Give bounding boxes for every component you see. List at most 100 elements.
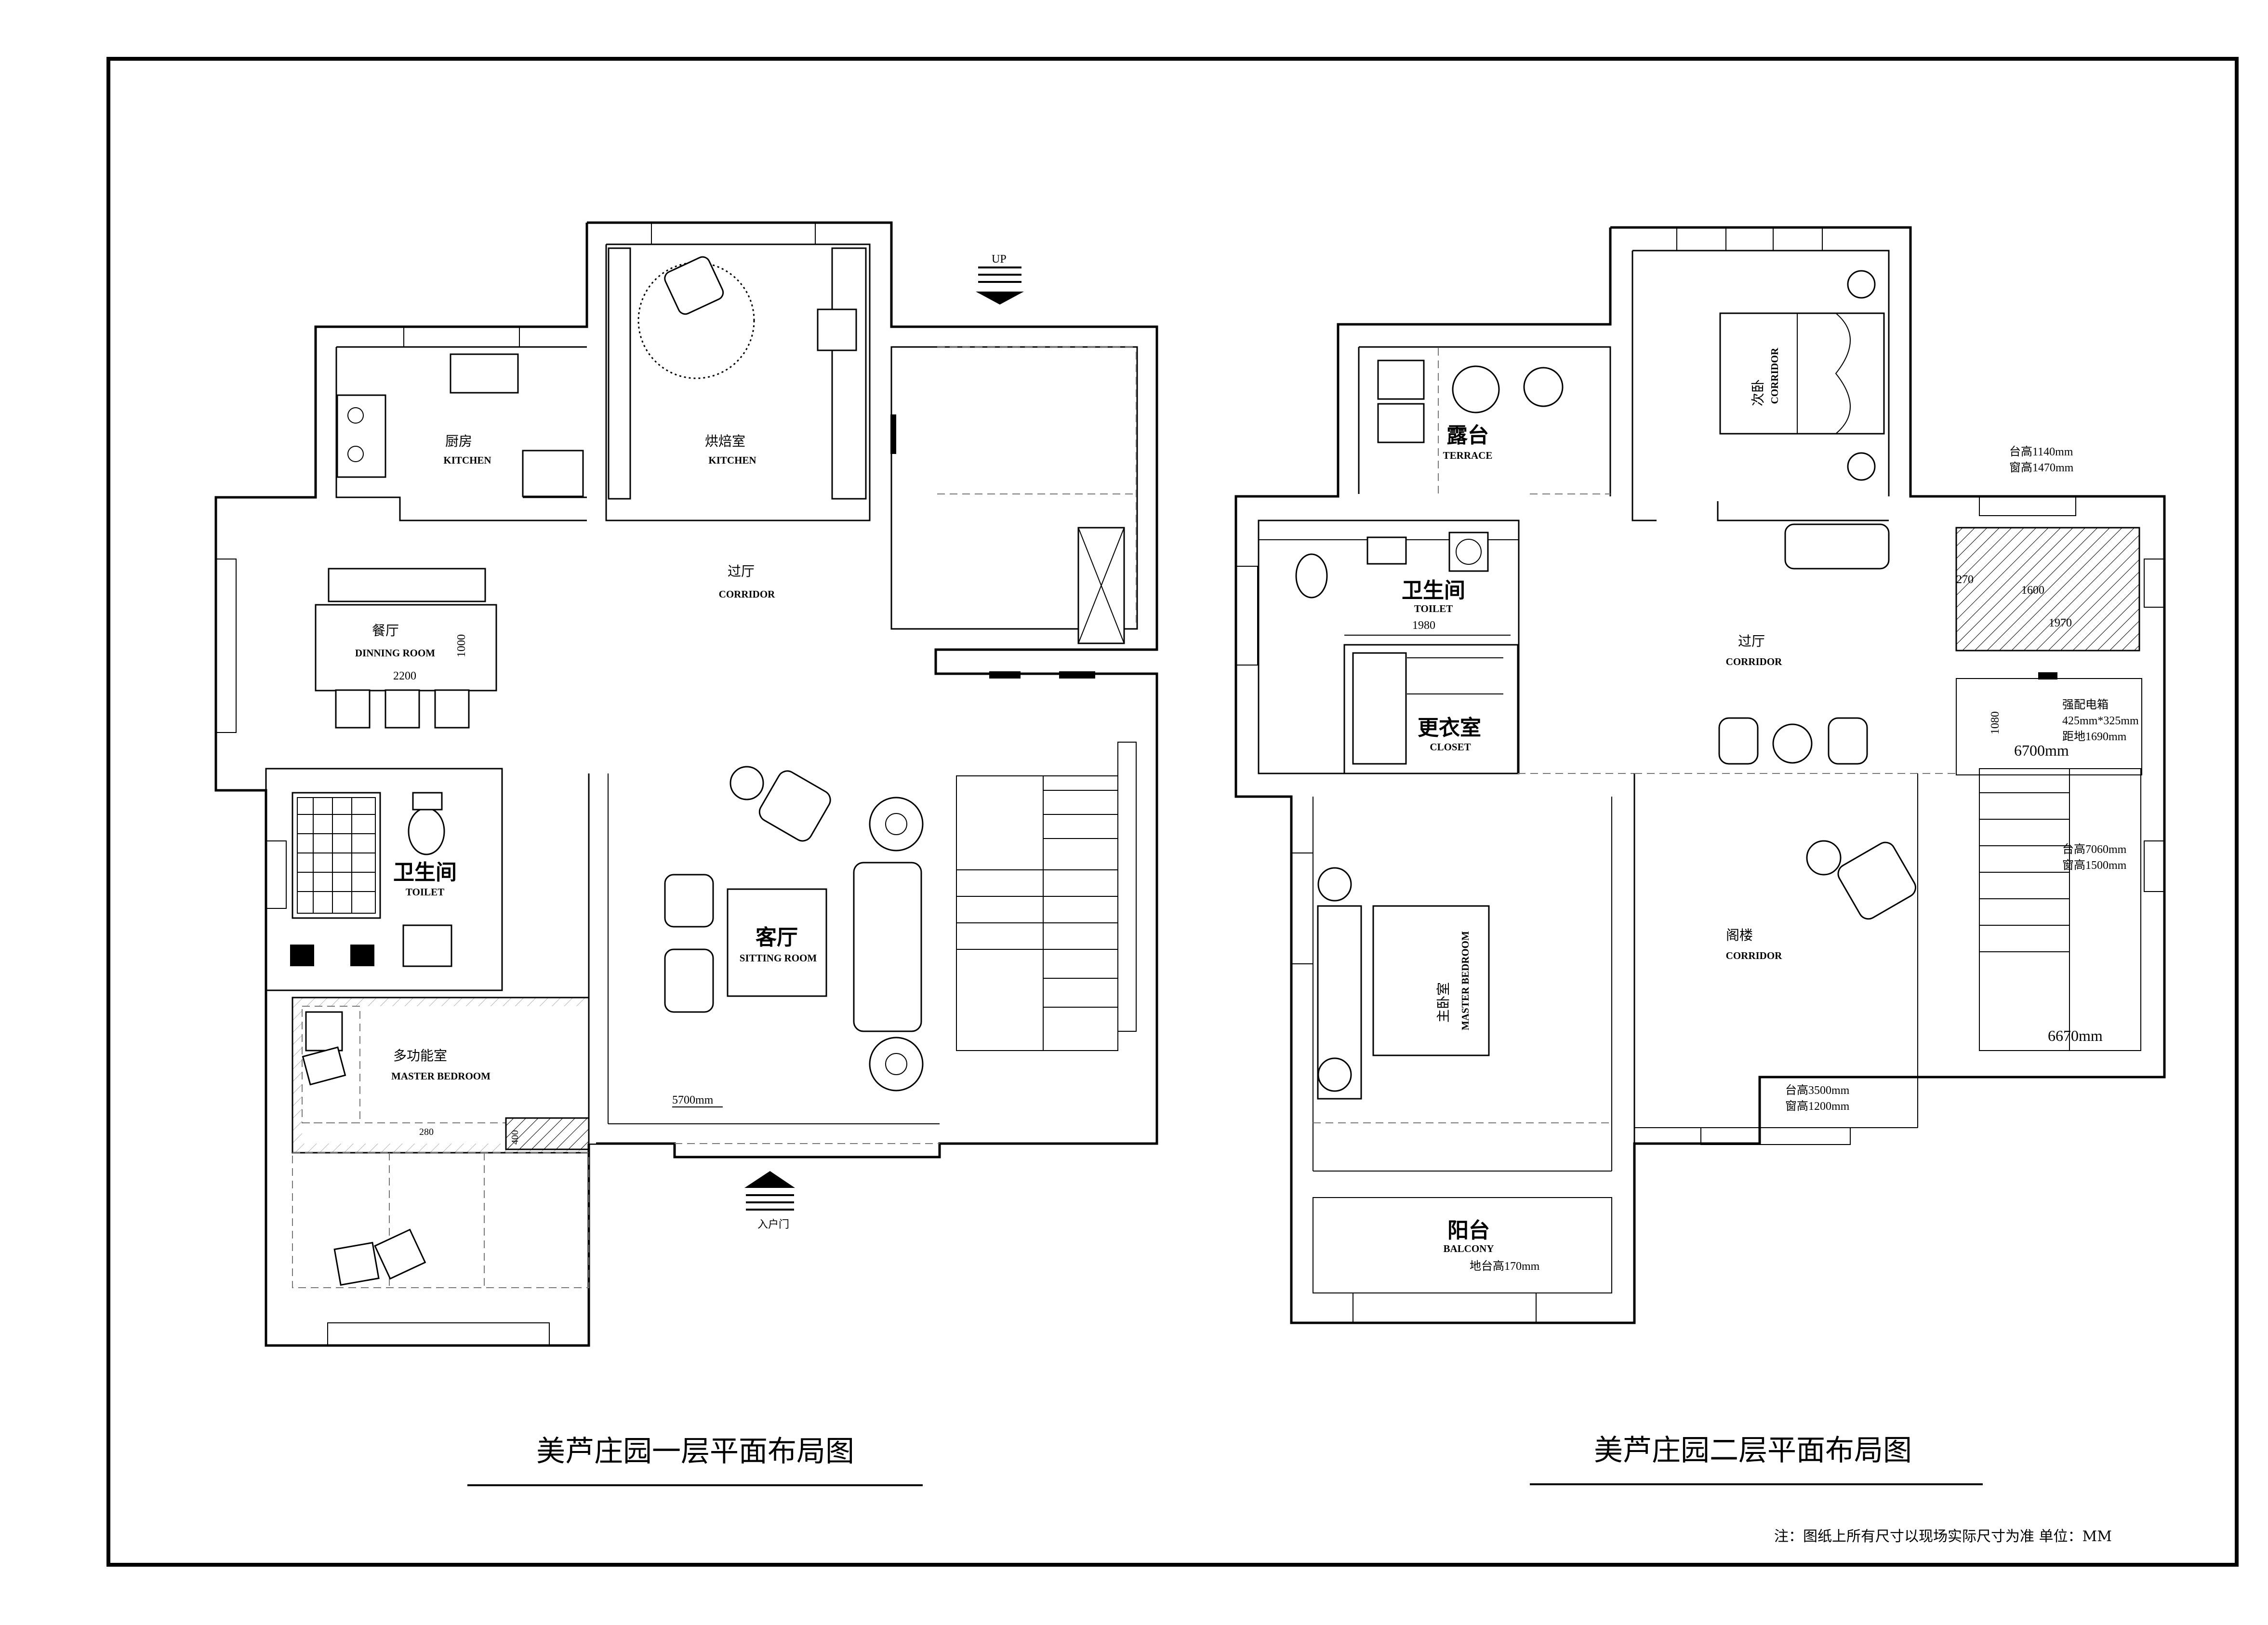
shelf-x2 — [1078, 527, 1125, 644]
window-right-1 — [2144, 559, 2165, 608]
burner-icon — [347, 407, 364, 424]
terrace-cn: 露台 — [1446, 423, 1489, 448]
multi-dim-b: 400 — [510, 1130, 520, 1145]
window-dining — [215, 559, 237, 733]
window-right — [1117, 742, 1137, 1032]
pillow-icon — [305, 1011, 343, 1052]
win-top-2: 窗高1470mm — [2009, 461, 2074, 474]
window-bed-top-1 — [1676, 227, 1726, 251]
floor2-title: 美芦庄园二层平面布局图 — [1594, 1434, 1912, 1467]
floor1-title: 美芦庄园一层平面布局图 — [536, 1435, 854, 1468]
multi-en: MASTER BEDROOM — [391, 1070, 491, 1082]
bedroom-top-left — [1631, 251, 1657, 521]
bedroom-top-bottom — [1717, 501, 1889, 521]
sitting-cn: 客厅 — [756, 925, 798, 950]
kitchen-left-cn: 厨房 — [445, 433, 472, 449]
terrace-walls — [1359, 346, 1611, 496]
stair-steps-2 — [1979, 769, 2070, 1051]
sitting-en: SITTING ROOM — [740, 952, 817, 964]
corridor2-cn: 过厅 — [1738, 633, 1765, 649]
round-table-icon — [1452, 365, 1500, 413]
bed-top-cn: 次卧 — [1750, 379, 1766, 406]
dining-chair — [434, 689, 470, 729]
drawing-frame — [106, 57, 2239, 1567]
chair-icon — [1523, 367, 1564, 407]
stair-steps — [956, 776, 1118, 1051]
window-balcony — [1353, 1292, 1537, 1323]
wall-mark — [1059, 671, 1095, 679]
dining-dim-h: 1000 — [455, 634, 468, 657]
master-cn: 主卧室 — [1435, 982, 1451, 1023]
window-loft — [1700, 1127, 1851, 1145]
bench — [1784, 523, 1890, 570]
toilet1-en: TOILET — [406, 886, 444, 898]
baking-counter-left — [608, 247, 631, 500]
basin — [402, 924, 452, 967]
dim-6670: 6670mm — [2048, 1027, 2103, 1044]
kitchen-left-en: KITCHEN — [443, 454, 491, 466]
ottoman — [664, 948, 714, 1013]
loft-en: CORRIDOR — [1726, 950, 1783, 961]
wall-block — [890, 414, 896, 454]
ottoman — [664, 874, 714, 928]
toilet2-en: TOILET — [1414, 603, 1453, 614]
toilet-bowl-icon — [1295, 553, 1328, 599]
floor2-outer-wall — [1234, 226, 2166, 1324]
win-top-1: 台高1140mm — [2009, 445, 2073, 458]
up-arrow-icon — [976, 266, 1024, 305]
toilet-tank — [412, 792, 443, 811]
washer-icon — [1448, 532, 1489, 572]
lamp-icon — [1317, 867, 1352, 902]
shower-grid — [297, 797, 376, 914]
dining-dim-w: 2200 — [393, 670, 416, 682]
window-toilet — [265, 840, 287, 909]
hatched-void — [1955, 527, 2140, 652]
wall-mark — [989, 671, 1021, 679]
lamp-icon — [1317, 1057, 1352, 1092]
win-bottom-2: 窗高1200mm — [1785, 1100, 1850, 1113]
armchair-icon — [664, 256, 724, 315]
entrance-label: 入户门 — [757, 1219, 789, 1231]
toilet-bowl-icon — [408, 807, 445, 855]
hatch-c: 270 — [1956, 573, 1974, 586]
coffee-table — [727, 888, 827, 997]
master-en: MASTER BEDROOM — [1459, 931, 1471, 1030]
stairs-2 — [1979, 768, 2141, 1051]
drawing-note: 注：图纸上所有尺寸以现场实际尺寸为准 单位：MM — [1774, 1528, 2112, 1545]
side-table-icon — [729, 766, 764, 800]
window-toilet2 — [1235, 566, 1258, 666]
master-bed — [1372, 905, 1490, 1056]
closet-walls — [1343, 644, 1519, 774]
balcony-cn: 阳台 — [1447, 1218, 1490, 1243]
kitchen-sink — [450, 353, 519, 394]
bed-top — [1719, 312, 1885, 435]
tea-table-icon — [1772, 723, 1813, 764]
lamp-table-icon — [869, 1037, 924, 1092]
dim-1980: 1980 — [1412, 619, 1435, 632]
floor1-outer-wall — [214, 221, 1158, 1347]
dining-en: DINNING ROOM — [355, 647, 435, 659]
entrance-arrow-icon — [744, 1171, 795, 1211]
floor-1-plan: UP 入户门 厨房 KITCHEN 烘焙室 KITCHEN 过厅 CORRIDO… — [214, 221, 1158, 1486]
baking-sink — [817, 308, 857, 351]
window-top-baking — [651, 222, 816, 245]
armchair-icon — [758, 770, 831, 842]
multi-dim-a: 280 — [419, 1127, 434, 1137]
dim-5700: 5700mm — [672, 1094, 714, 1106]
sideboard — [328, 568, 486, 602]
washer-drum — [1456, 539, 1482, 565]
win-right-2: 窗高1500mm — [2062, 859, 2127, 872]
win-bottom-1: 台高3500mm — [1785, 1084, 1850, 1097]
lamp-icon — [885, 1053, 907, 1075]
dining-chair — [335, 689, 371, 729]
balcony-dim: 地台高170mm — [1470, 1260, 1540, 1273]
pillow-icon — [302, 1046, 346, 1086]
round-rug — [637, 262, 755, 379]
baking-room-walls — [605, 243, 871, 521]
lamp-table-icon — [869, 797, 924, 852]
floor-block — [350, 945, 374, 966]
bed-area — [292, 1152, 589, 1288]
cushion-icon — [333, 1241, 380, 1286]
up-label: UP — [992, 253, 1007, 266]
